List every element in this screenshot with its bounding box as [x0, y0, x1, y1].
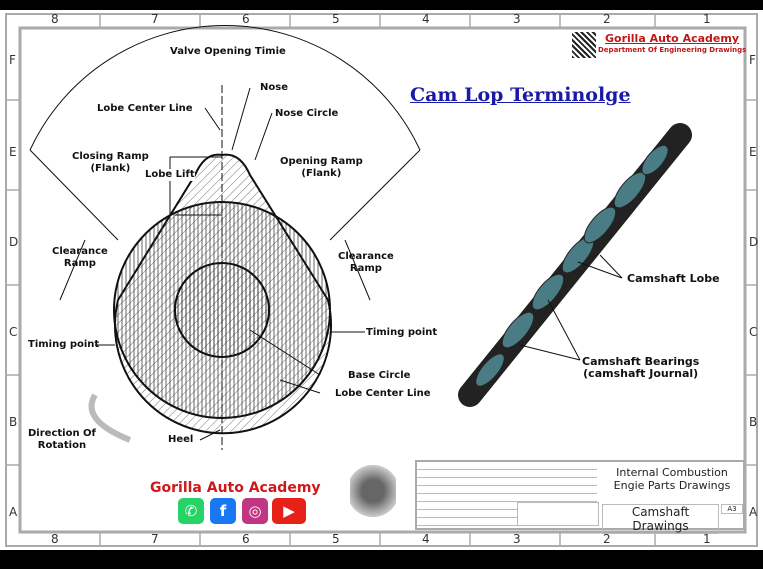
- zone-col: 7: [151, 532, 159, 546]
- title-block-drawing-name: Camshaft Drawings: [602, 504, 719, 534]
- zone-row: B: [9, 415, 18, 429]
- inner-border: [18, 26, 747, 534]
- label-nose-circle: Nose Circle: [275, 108, 339, 119]
- zone-col: 1: [703, 532, 711, 546]
- youtube-icon[interactable]: ▶: [272, 498, 306, 524]
- zone-col: 6: [242, 532, 250, 546]
- zone-col: 5: [332, 532, 340, 546]
- zone-col: 1: [703, 12, 711, 26]
- label-opening-ramp: Opening Ramp (Flank): [280, 156, 363, 179]
- label-camshaft-bearings: Camshaft Bearings (camshaft Journal): [582, 355, 700, 380]
- logo-icon: [572, 32, 596, 58]
- zone-row: E: [749, 145, 757, 159]
- label-direction: Direction Of Rotation: [28, 428, 96, 451]
- zone-row: B: [749, 415, 758, 429]
- title-block-size: A3: [721, 504, 743, 514]
- facebook-icon[interactable]: f: [210, 498, 236, 524]
- label-clearance-ramp-left: Clearance Ramp: [52, 246, 108, 269]
- label-timing-point-right: Timing point: [366, 327, 438, 338]
- label-camshaft-lobe: Camshaft Lobe: [627, 272, 720, 285]
- zone-col: 7: [151, 12, 159, 26]
- label-timing-point-left: Timing point: [28, 339, 100, 350]
- zone-row: E: [9, 145, 17, 159]
- outer-border: [5, 13, 758, 547]
- footer-brand-name: Gorilla Auto Academy: [150, 480, 321, 496]
- zone-row: C: [9, 325, 18, 339]
- label-valve-opening: Valve Opening Timie: [170, 46, 286, 57]
- zone-col: 4: [422, 12, 430, 26]
- label-closing-ramp: Closing Ramp (Flank): [72, 151, 149, 174]
- label-base-circle: Base Circle: [348, 370, 411, 381]
- zone-row: D: [9, 235, 19, 249]
- page-title: Cam Lop Terminolge: [410, 84, 631, 106]
- label-heel: Heel: [168, 434, 194, 445]
- label-lobe-lift: Lobe Lift: [145, 169, 195, 181]
- title-block: Internal Combustion Engie Parts Drawings…: [415, 460, 745, 534]
- zone-row: F: [749, 53, 756, 67]
- zone-col: 2: [603, 532, 611, 546]
- zone-col: 6: [242, 12, 250, 26]
- camshaft-image: [458, 123, 692, 407]
- zone-col: 8: [51, 12, 59, 26]
- header-logo-name: Gorilla Auto Academy: [605, 32, 739, 45]
- zone-row: A: [749, 505, 758, 519]
- zone-col: 2: [603, 12, 611, 26]
- zone-row: D: [749, 235, 759, 249]
- label-nose: Nose: [260, 82, 288, 93]
- zone-col: 3: [513, 532, 521, 546]
- title-block-title: Internal Combustion Engie Parts Drawings: [613, 466, 731, 492]
- label-lobe-center-bottom: Lobe Center Line: [335, 388, 431, 399]
- gorilla-logo: [350, 462, 396, 520]
- zone-col: 4: [422, 532, 430, 546]
- zone-row: C: [749, 325, 758, 339]
- material-box: [517, 502, 599, 526]
- header-logo-subtitle: Department Of Engineering Drawings: [598, 46, 747, 54]
- label-clearance-ramp-right: Clearance Ramp: [338, 251, 394, 274]
- zone-row: F: [9, 53, 16, 67]
- zone-col: 8: [51, 532, 59, 546]
- zone-col: 5: [332, 12, 340, 26]
- zone-col: 3: [513, 12, 521, 26]
- whatsapp-icon[interactable]: ✆: [178, 498, 204, 524]
- instagram-icon[interactable]: ◎: [242, 498, 268, 524]
- zone-row: A: [9, 505, 18, 519]
- label-lobe-center-top: Lobe Center Line: [97, 103, 193, 114]
